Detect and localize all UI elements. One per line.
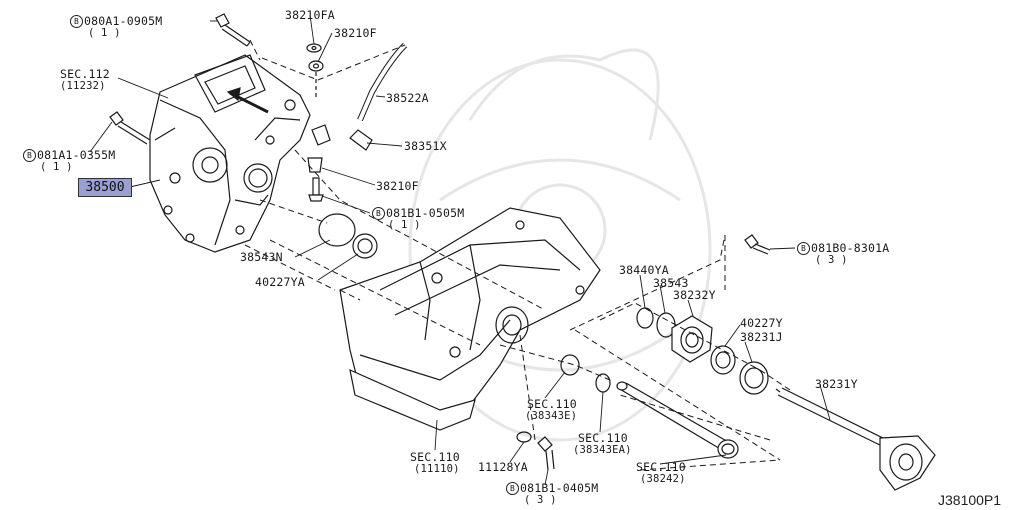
- plug-38210f-icon: [307, 157, 323, 173]
- bolt-symbol: B: [797, 242, 810, 255]
- label-sec110-11110: SEC.110: [410, 450, 460, 464]
- output-shaft-38231y-icon: [775, 387, 936, 491]
- label-sec110-38242: SEC.110: [636, 460, 686, 474]
- bolt-symbol: B: [506, 482, 519, 495]
- label-sec112-sub: (11232): [60, 80, 106, 92]
- seal-40227ya-icon: [352, 233, 378, 259]
- highlighted-part-38500[interactable]: 38500: [78, 178, 132, 197]
- label-qty: ( 3 ): [815, 254, 848, 266]
- washer-38210fa-icon: [306, 43, 322, 53]
- connector-38351x-icon: [349, 129, 373, 151]
- label-38210fa: 38210FA: [285, 8, 335, 22]
- bolt-081b0-icon: [744, 234, 759, 249]
- label-code: 081A1-0355M: [37, 148, 116, 162]
- label-sec110-38343ea: SEC.110: [578, 431, 628, 445]
- label-code: 081B1-0505M: [386, 206, 465, 220]
- label-sec112: SEC.112: [60, 67, 110, 81]
- o-ring-38343ea-icon: [595, 373, 611, 393]
- seal-40227y-icon: [710, 345, 736, 375]
- label-code: 080A1-0905M: [84, 14, 163, 28]
- o-ring-38543n-icon: [318, 213, 356, 247]
- o-ring-38343e-icon: [560, 354, 580, 376]
- label-code: 081B0-8301A: [811, 241, 890, 255]
- label-38231y: 38231Y: [815, 377, 858, 391]
- label-38232y: 38232Y: [673, 288, 716, 302]
- bearing-38231j-icon: [739, 361, 769, 395]
- label-qty: ( 1 ): [88, 27, 121, 39]
- label-11128ya: 11128YA: [478, 460, 528, 474]
- label-38210f-lower: 38210F: [376, 179, 419, 193]
- gasket-11110-icon: [349, 368, 476, 431]
- label-sec110-11110-sub: (11110): [414, 463, 460, 475]
- bolt-081a1-icon: [109, 111, 151, 145]
- retainer-38232y-icon: [671, 315, 713, 363]
- label-38543n: 38543N: [240, 250, 283, 264]
- bolt-081b1-0405m-icon: [537, 436, 553, 452]
- bolt-symbol: B: [23, 149, 36, 162]
- label-38500: 38500: [85, 180, 125, 195]
- label-qty: ( 3 ): [524, 494, 557, 506]
- bolt-080a1-icon: [215, 13, 251, 47]
- label-38351x: 38351X: [404, 139, 447, 153]
- label-40227ya: 40227YA: [255, 275, 305, 289]
- label-40227y: 40227Y: [740, 316, 783, 330]
- leader-lines: [89, 14, 831, 486]
- bolt-081b1-0505m-icon: [312, 177, 320, 196]
- label-38210f-top: 38210F: [334, 26, 377, 40]
- label-sec110-38242-sub: (38242): [640, 473, 686, 485]
- label-sec110-38343e: SEC.110: [527, 397, 577, 411]
- label-sec110-38343ea-sub: (38343EA): [573, 444, 632, 456]
- arrow-head-icon: [226, 87, 241, 102]
- label-38440ya: 38440YA: [619, 263, 669, 277]
- label-sec110-38343e-sub: (38343E): [525, 410, 578, 422]
- washer-38210f-icon: [308, 60, 324, 72]
- label-qty: ( 1 ): [40, 161, 73, 173]
- label-38231j: 38231J: [740, 330, 783, 344]
- diagram-reference-id: J38100P1: [938, 492, 1002, 508]
- label-38522a: 38522A: [386, 91, 429, 105]
- bolt-symbol: B: [70, 15, 83, 28]
- label-38543: 38543: [653, 276, 689, 290]
- tube-38242-icon: [616, 381, 739, 459]
- guide-lines: [244, 39, 791, 471]
- seal-38440ya-icon: [636, 307, 654, 329]
- label-qty: ( 1 ): [388, 219, 421, 231]
- transfer-case-body: [149, 54, 311, 253]
- label-code: 081B1-0405M: [520, 481, 599, 495]
- bolt-symbol: B: [372, 207, 385, 220]
